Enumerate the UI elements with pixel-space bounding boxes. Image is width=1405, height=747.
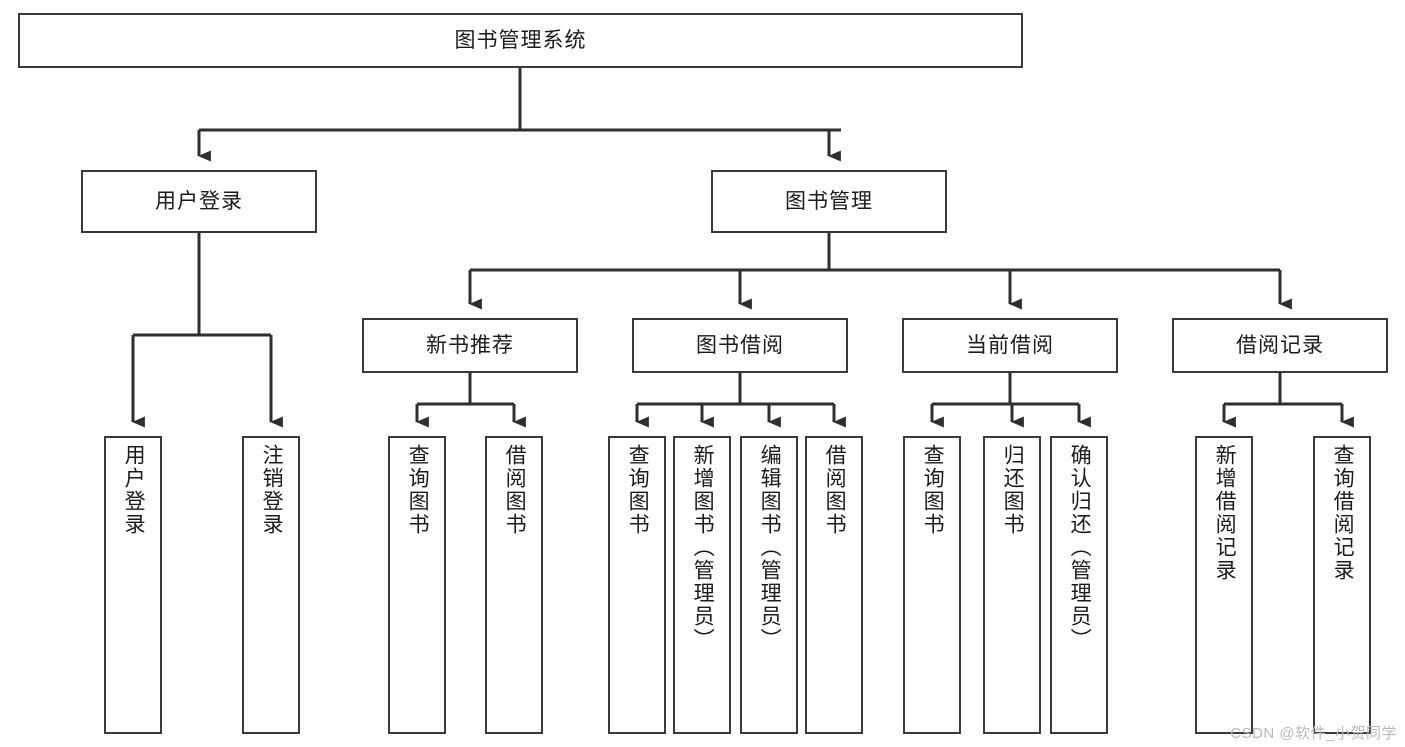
node-root-label: 图书管理系统	[454, 28, 587, 52]
node-book-manage[interactable]: 图书管理	[711, 170, 947, 233]
node-book-borrow[interactable]: 图书借阅	[632, 318, 848, 373]
leaf-label: 查询借阅记录	[1331, 444, 1355, 582]
leaf-record-query[interactable]: 查询借阅记录	[1313, 436, 1371, 734]
node-new-book-recommend[interactable]: 新书推荐	[362, 318, 578, 373]
leaf-user-login-signin[interactable]: 用户登录	[104, 436, 162, 734]
leaf-label: 注销登录	[260, 444, 284, 536]
node-user-login[interactable]: 用户登录	[81, 170, 317, 233]
node-borrow-record[interactable]: 借阅记录	[1172, 318, 1388, 373]
leaf-borrow-query-book[interactable]: 查询图书	[608, 436, 666, 734]
watermark: CSDN @软件_小贺同学	[1230, 725, 1397, 742]
leaf-label: 新增借阅记录	[1213, 444, 1237, 582]
leaf-new-book-query[interactable]: 查询图书	[388, 436, 446, 734]
leaf-new-book-borrow[interactable]: 借阅图书	[485, 436, 543, 734]
node-book-manage-label: 图书管理	[785, 189, 873, 213]
leaf-current-return-book[interactable]: 归还图书	[983, 436, 1041, 734]
leaf-user-login-signout[interactable]: 注销登录	[242, 436, 300, 734]
node-current-borrow-label: 当前借阅	[966, 333, 1054, 357]
node-user-login-label: 用户登录	[155, 189, 243, 213]
leaf-record-add[interactable]: 新增借阅记录	[1195, 436, 1253, 734]
node-new-book-recommend-label: 新书推荐	[426, 333, 514, 357]
node-book-borrow-label: 图书借阅	[696, 333, 784, 357]
leaf-label: 用户登录	[122, 444, 146, 536]
leaf-borrow-edit-book[interactable]: 编辑图书（管理员）	[740, 436, 798, 734]
leaf-label: 确认归还（管理员）	[1068, 444, 1092, 651]
leaf-label: 编辑图书（管理员）	[758, 444, 782, 651]
leaf-borrow-borrow-book[interactable]: 借阅图书	[805, 436, 863, 734]
node-borrow-record-label: 借阅记录	[1236, 333, 1324, 357]
leaf-current-confirm-return[interactable]: 确认归还（管理员）	[1050, 436, 1108, 734]
leaf-label: 归还图书	[1001, 444, 1025, 536]
leaf-label: 新增图书（管理员）	[691, 444, 715, 651]
node-current-borrow[interactable]: 当前借阅	[902, 318, 1118, 373]
node-root[interactable]: 图书管理系统	[18, 13, 1023, 68]
leaf-label: 查询图书	[626, 444, 650, 536]
leaf-label: 借阅图书	[823, 444, 847, 536]
leaf-label: 查询图书	[921, 444, 945, 536]
leaf-label: 查询图书	[406, 444, 430, 536]
leaf-label: 借阅图书	[503, 444, 527, 536]
leaf-borrow-add-book[interactable]: 新增图书（管理员）	[673, 436, 731, 734]
leaf-current-query-book[interactable]: 查询图书	[903, 436, 961, 734]
